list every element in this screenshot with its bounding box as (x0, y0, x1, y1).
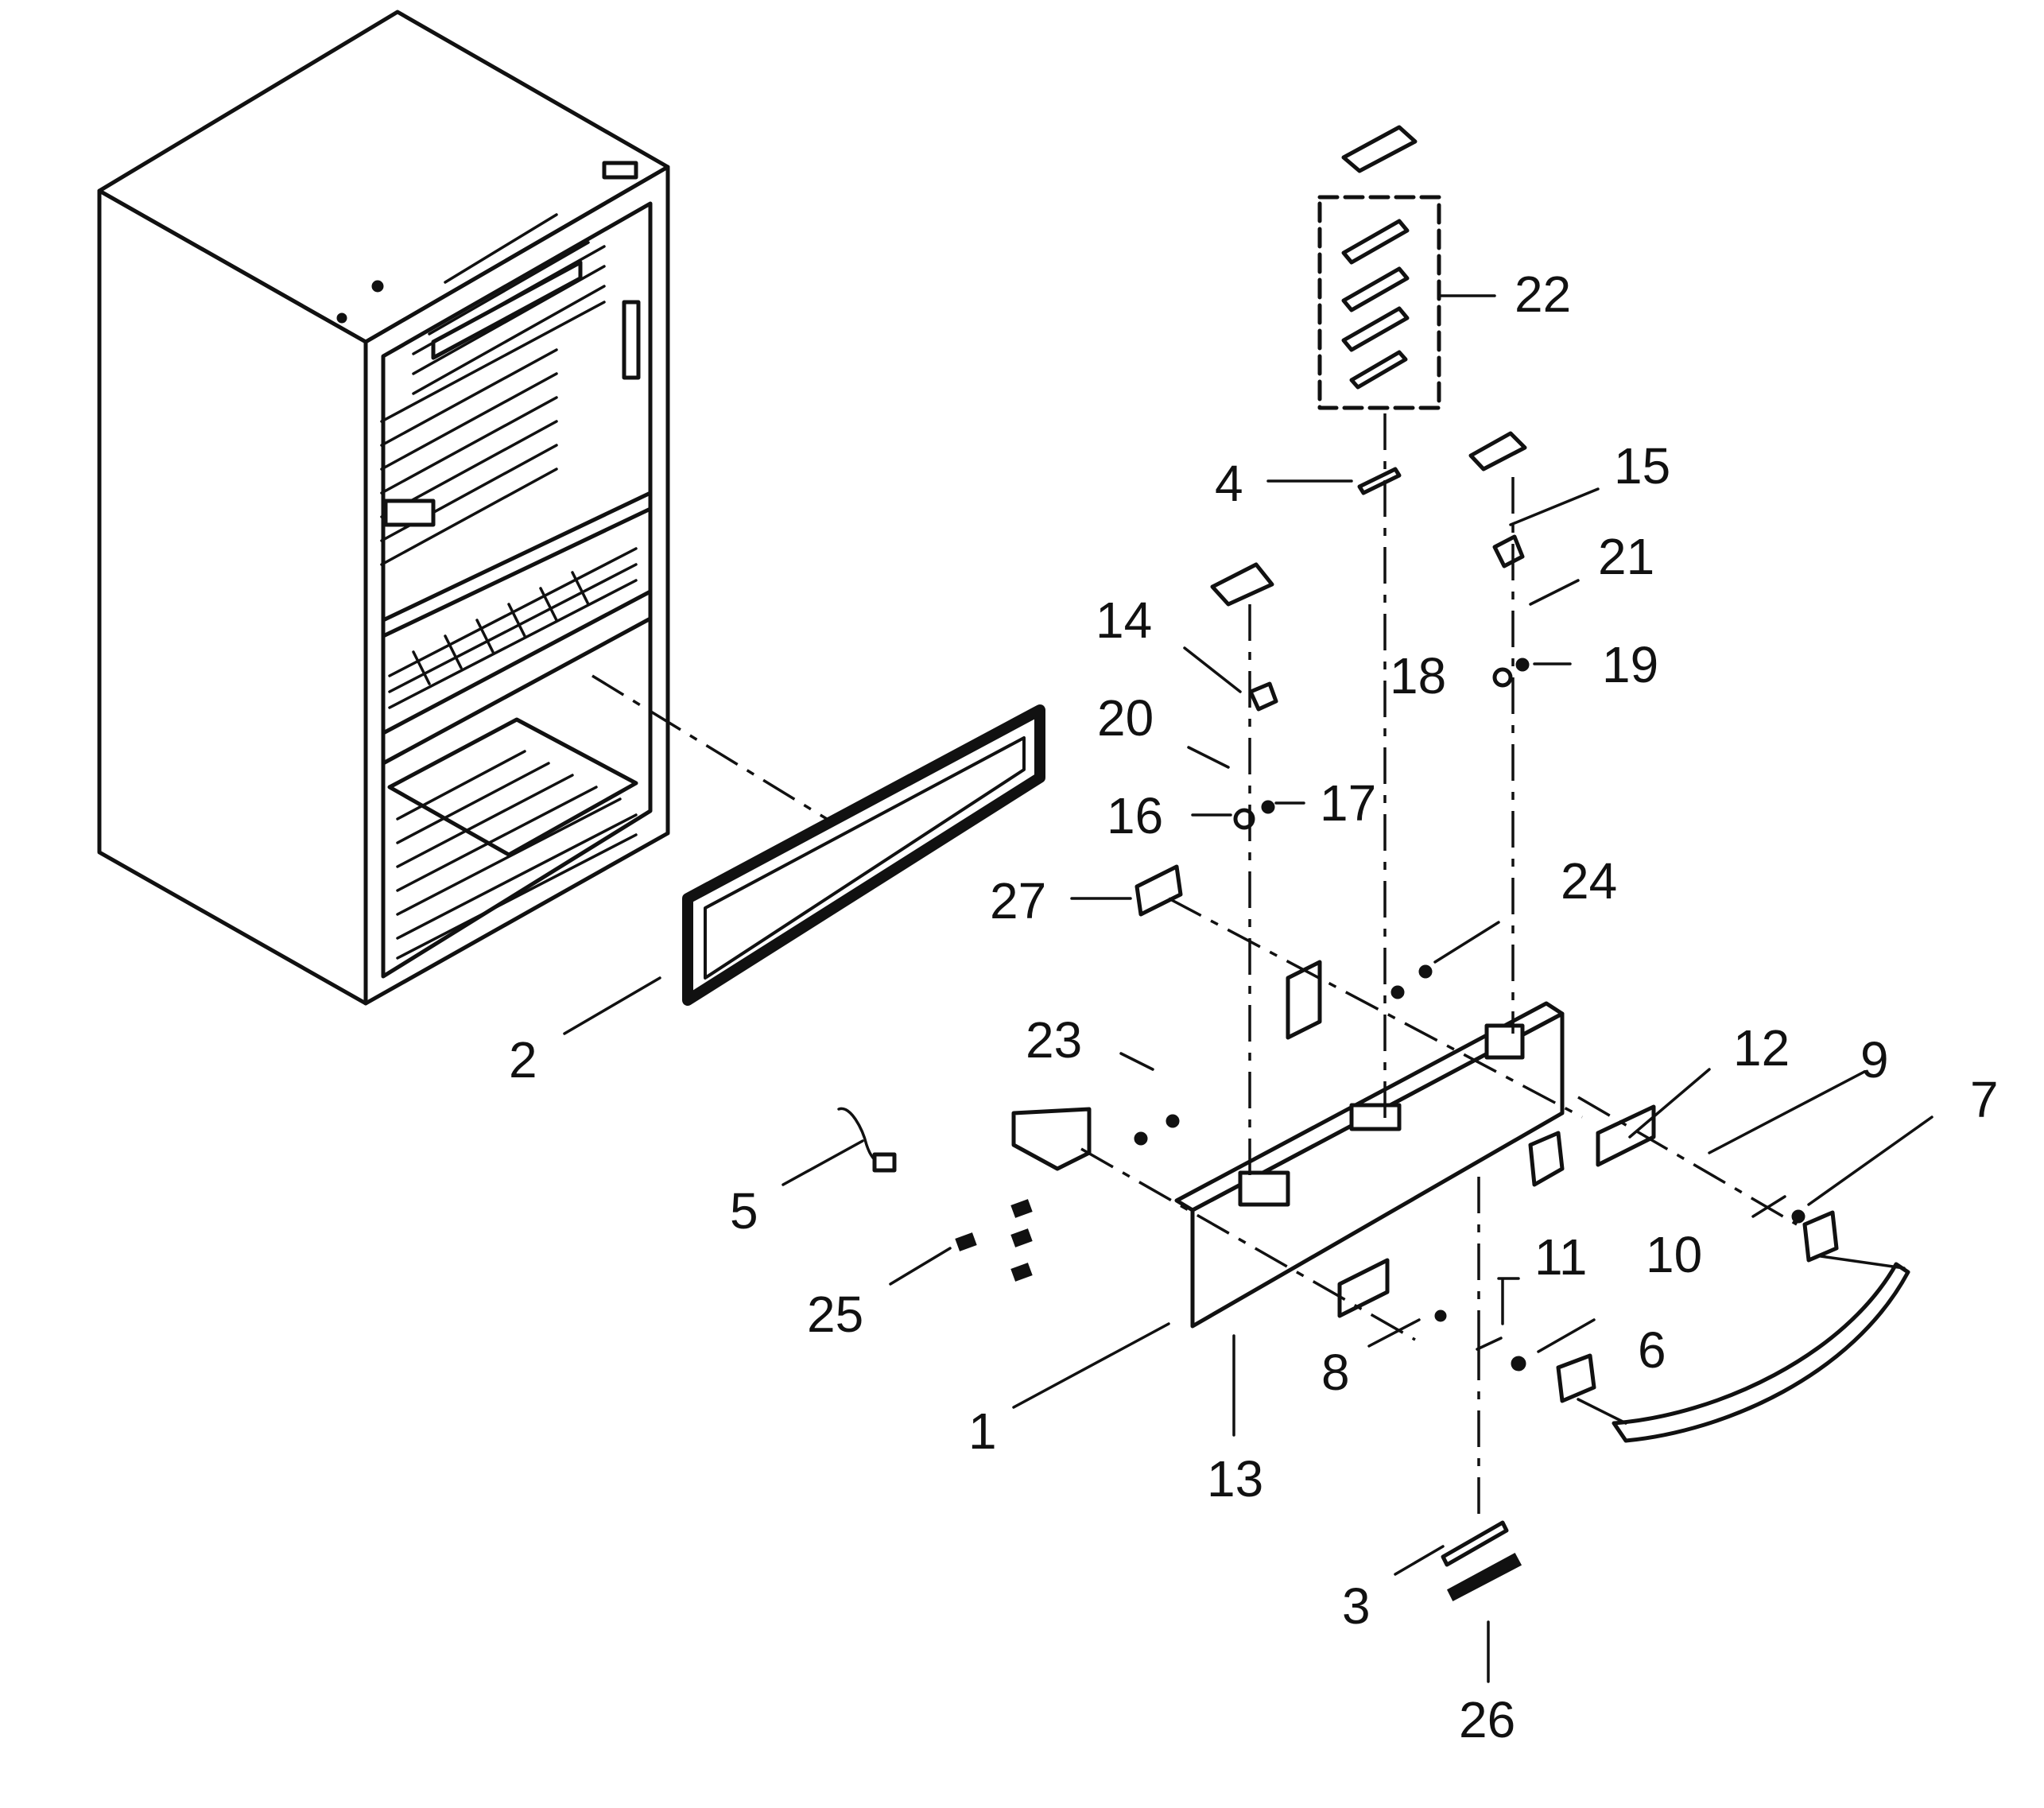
freezer-basket-lines (387, 717, 638, 960)
callout-11: 11 (1534, 1228, 1587, 1286)
callout-17: 17 (1320, 774, 1376, 832)
callout-3: 3 (1342, 1577, 1371, 1635)
middle-shelf-lines (388, 547, 638, 709)
callout-1: 1 (968, 1403, 997, 1460)
callout-12: 12 (1733, 1019, 1790, 1077)
screw-part-19 (1515, 658, 1530, 672)
gasket-guide-line (591, 674, 828, 821)
callout-labels: 1 2 3 4 5 6 7 8 9 10 11 12 13 14 15 16 1… (509, 266, 1999, 1748)
callout-24: 24 (1561, 852, 1617, 910)
callout-10: 10 (1646, 1226, 1702, 1283)
pin-part-10 (1751, 1195, 1786, 1218)
callout-26: 26 (1459, 1691, 1515, 1748)
callout-7: 7 (1970, 1071, 1999, 1128)
screw-part-24a (1418, 964, 1433, 979)
leader-lines (563, 294, 1933, 1683)
strip-part-3 (1441, 1520, 1509, 1567)
screw-part-24b (1390, 985, 1405, 999)
callout-13: 13 (1207, 1450, 1263, 1507)
screw-part-8 (1434, 1309, 1447, 1322)
callout-6: 6 (1638, 1321, 1666, 1379)
bushing-part-18 (1492, 667, 1513, 688)
cap-part-15 (1468, 431, 1527, 471)
left-rail-guide-line (1080, 1147, 1416, 1341)
sensor-part-5 (837, 1107, 897, 1173)
callout-14: 14 (1096, 592, 1152, 649)
callout-22: 22 (1515, 266, 1571, 323)
callout-27: 27 (990, 872, 1046, 929)
refrigerator-cabinet (97, 10, 670, 1006)
callout-19: 19 (1602, 636, 1658, 693)
callout-8: 8 (1321, 1344, 1350, 1401)
screws-part-25 (955, 1199, 1033, 1282)
center-bracket (1286, 960, 1322, 1040)
callout-4: 4 (1215, 455, 1243, 512)
strip-part-26 (1447, 1552, 1522, 1602)
bracket-guide-line (1168, 897, 1583, 1119)
clip-part-21 (1492, 534, 1525, 568)
shim-part-4 (1357, 467, 1402, 495)
callout-16: 16 (1107, 787, 1163, 844)
callout-23: 23 (1026, 1011, 1082, 1069)
kit-box-part-22 (1317, 125, 1441, 410)
callout-25: 25 (807, 1286, 863, 1343)
callout-5: 5 (730, 1182, 758, 1240)
callout-18: 18 (1390, 647, 1446, 704)
callout-20: 20 (1097, 689, 1154, 747)
screw-part-7 (1791, 1209, 1805, 1224)
rail-bracket-left (1011, 1107, 1092, 1171)
callout-9: 9 (1860, 1031, 1889, 1088)
drawer-rail (1556, 1210, 1910, 1443)
screw-part-17 (1261, 800, 1275, 814)
screw-part-6 (1511, 1356, 1526, 1372)
callout-2: 2 (509, 1031, 537, 1088)
upper-shelf-lines (380, 241, 606, 566)
callout-21: 21 (1598, 528, 1654, 585)
screw-part-23b (1134, 1131, 1148, 1146)
right-rail-guide-line (1577, 1096, 1798, 1226)
screw-part-23a (1166, 1114, 1180, 1128)
bracket-part-27 (1134, 864, 1183, 917)
callout-15: 15 (1614, 437, 1670, 495)
plate-part-12 (1596, 1104, 1656, 1167)
gasket-part-2 (682, 704, 1045, 1006)
cap-part-14 (1210, 562, 1274, 607)
clip-part-20 (1248, 681, 1278, 712)
pin-part-11 (1476, 1337, 1503, 1351)
